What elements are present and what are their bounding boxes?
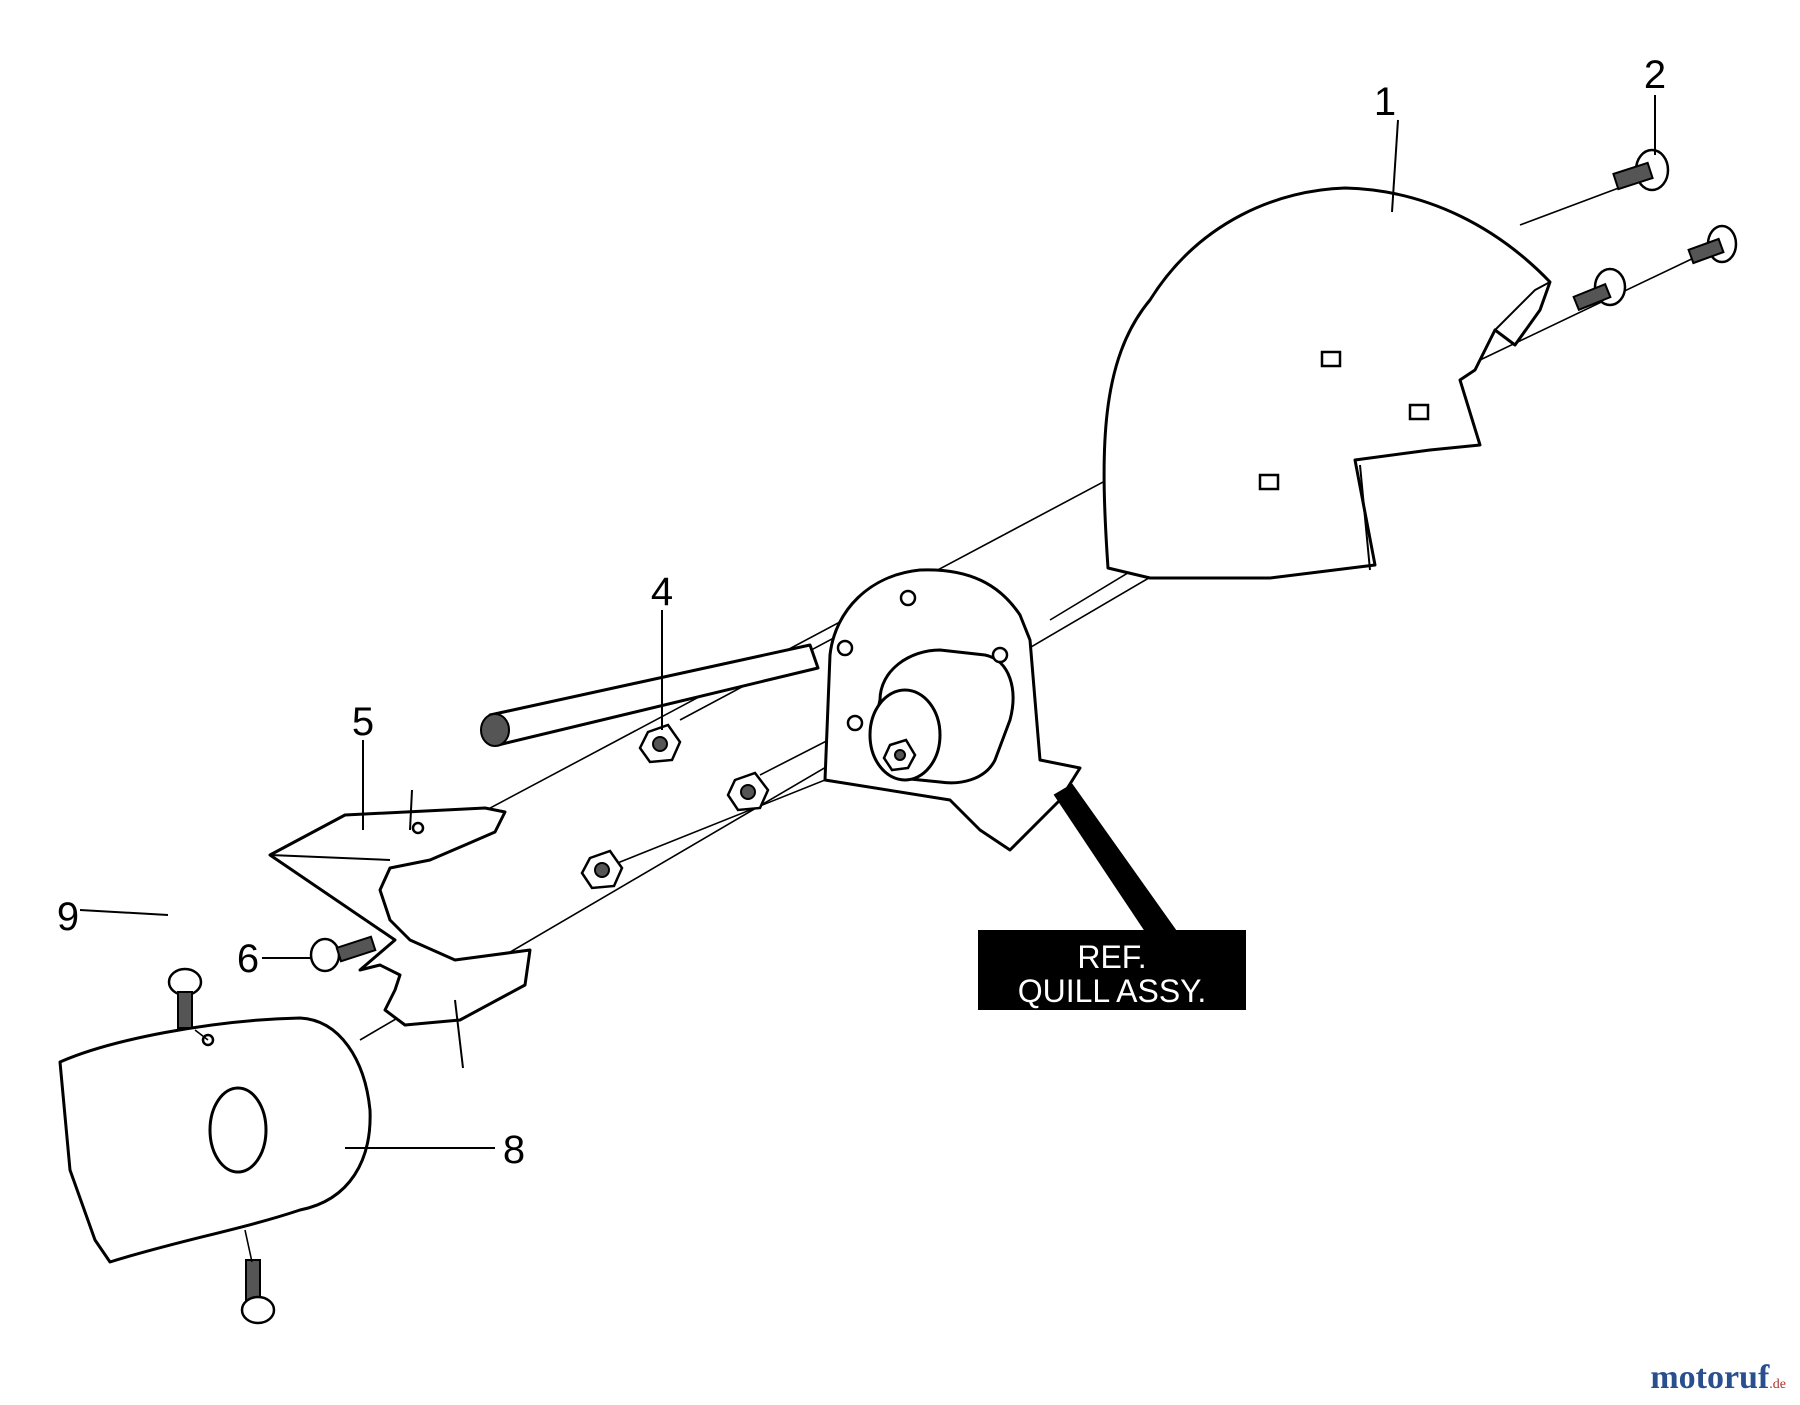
callout-5: 5 bbox=[352, 700, 374, 744]
callout-2: 2 bbox=[1644, 53, 1666, 97]
watermark-logo: motoruf.de bbox=[1650, 1359, 1786, 1397]
part-9-bolt-lower bbox=[240, 1229, 276, 1325]
nut-2 bbox=[726, 771, 770, 812]
reference-box bbox=[978, 930, 1246, 1010]
part-2-carriage-bolts bbox=[1572, 148, 1738, 312]
nut-4 bbox=[882, 738, 917, 772]
bolt-right bbox=[1687, 224, 1738, 265]
bolt-middle bbox=[1572, 267, 1627, 312]
watermark-brand: motoruf bbox=[1650, 1359, 1770, 1396]
callout-4: 4 bbox=[651, 570, 673, 614]
part-8-front-guard bbox=[58, 1016, 372, 1264]
nut-1 bbox=[638, 723, 682, 764]
watermark-tld: .de bbox=[1769, 1377, 1786, 1392]
callout-9: 9 bbox=[57, 895, 79, 939]
callout-numbers: 1 2 4 5 6 8 9 bbox=[57, 53, 1666, 1172]
reference-callout: REF. QUILL ASSY. bbox=[978, 783, 1246, 1010]
part-5-mounting-bracket bbox=[268, 789, 532, 1069]
part-9-bolt-upper bbox=[167, 967, 209, 1041]
callout-6: 6 bbox=[237, 937, 259, 981]
leader-lines bbox=[79, 95, 1656, 1149]
nut-3 bbox=[580, 849, 624, 890]
bolt-upper bbox=[1612, 148, 1670, 192]
quill-assembly bbox=[480, 568, 1082, 852]
callout-1: 1 bbox=[1374, 80, 1396, 124]
part-4-hex-nuts bbox=[580, 723, 917, 890]
reference-line-1: REF. bbox=[1077, 939, 1146, 975]
part-6-screw bbox=[309, 935, 377, 973]
callout-8: 8 bbox=[503, 1128, 525, 1172]
part-1-rear-shield bbox=[1102, 186, 1552, 580]
reference-line-2: QUILL ASSY. bbox=[1018, 973, 1207, 1009]
